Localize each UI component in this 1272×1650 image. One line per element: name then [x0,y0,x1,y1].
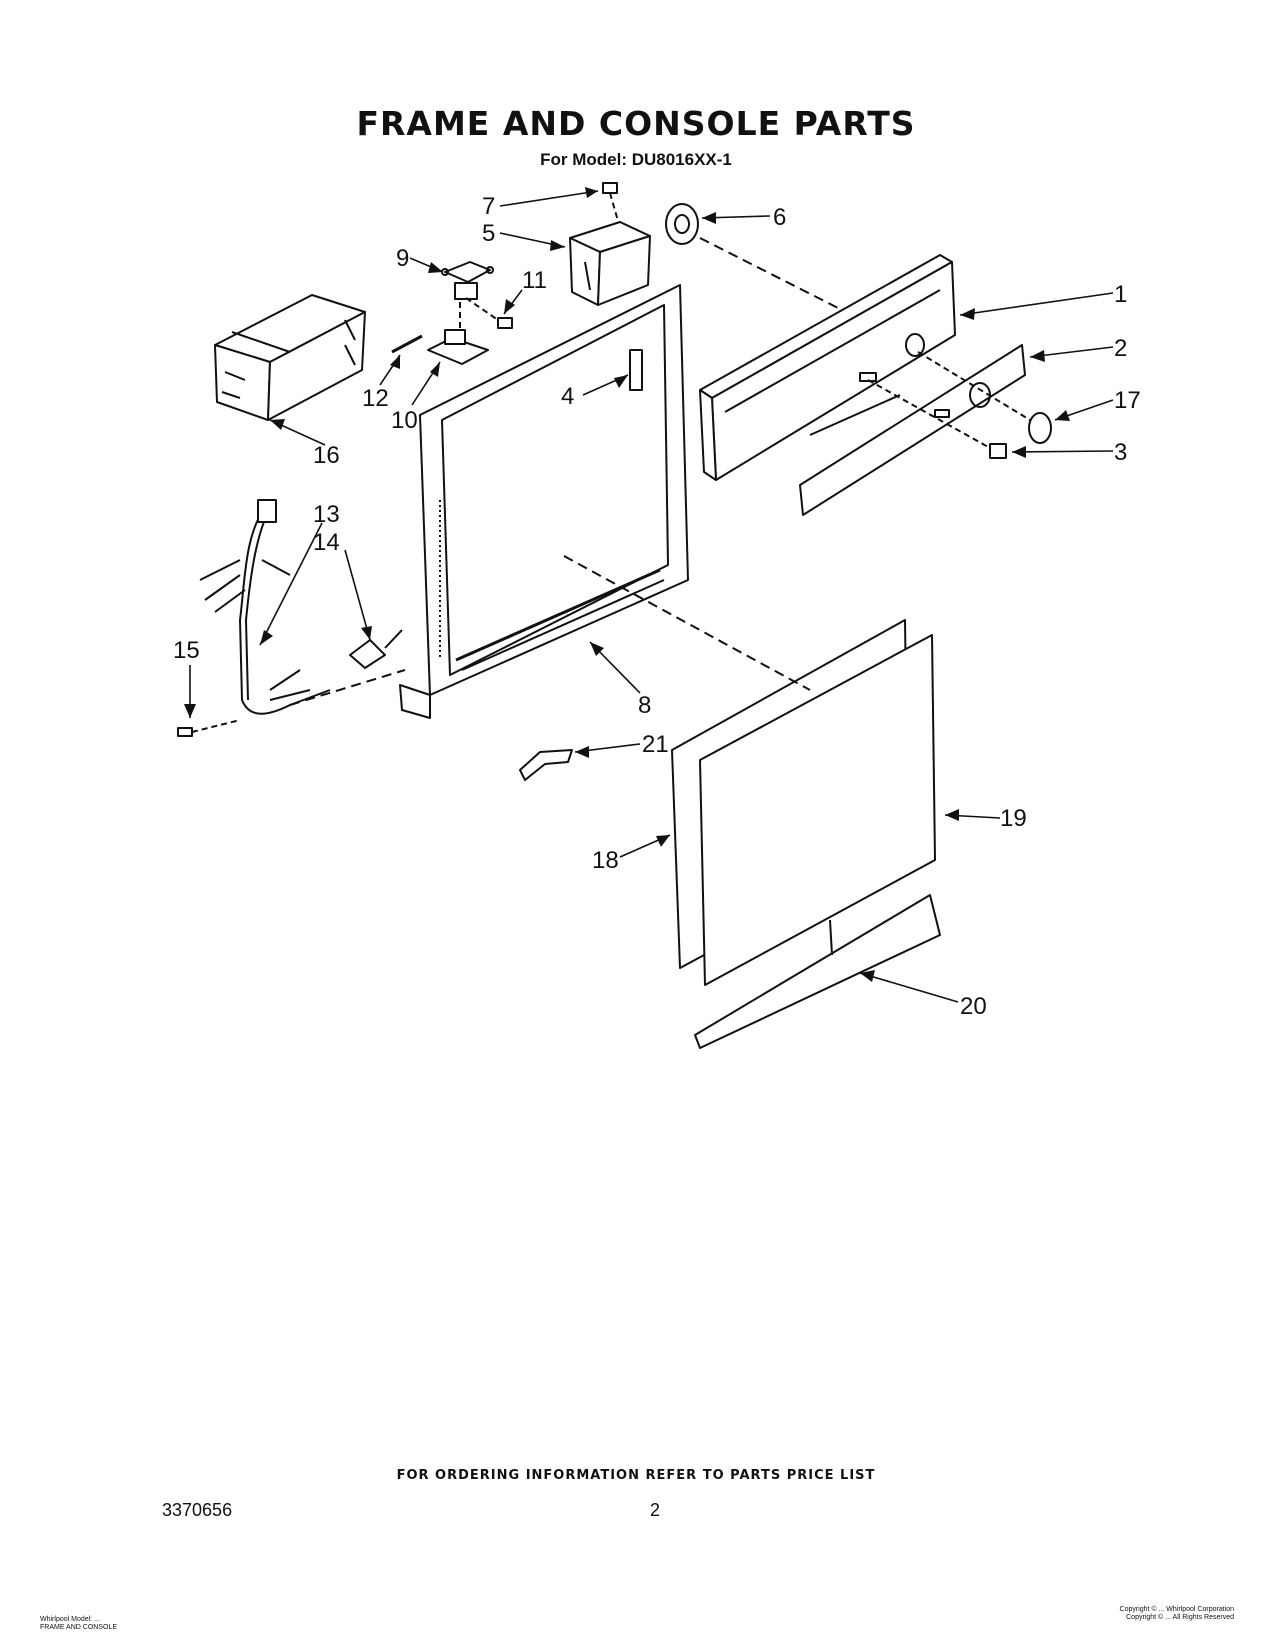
callout-7: 7 [482,193,495,220]
part-10-bracket [427,329,489,365]
footer-right-line-1: Copyright © ... Whirlpool Corporation [1119,1606,1234,1613]
ordering-note: FOR ORDERING INFORMATION REFER TO PARTS … [396,1468,876,1483]
part-14-connector [349,629,403,669]
callout-21: 21 [642,731,669,758]
callout-2: 2 [1114,335,1127,362]
callout-5: 5 [482,220,495,247]
callout-13: 13 [313,501,340,528]
callout-18: 18 [592,847,619,874]
part-13-harness [199,499,331,715]
part-12-pin [391,334,423,354]
callout-14: 14 [313,529,340,556]
callout-16: 16 [313,442,340,469]
part-20-trim [694,894,941,1049]
model-subtitle: For Model: DU8016XX-1 [540,150,732,169]
page-title: FRAME AND CONSOLE PARTS [356,104,916,143]
part-15-screw [177,719,241,737]
part-7-screw [602,182,623,236]
page-number: 2 [650,1500,661,1520]
callout-10: 10 [391,407,418,434]
callout-labels: 1 2 3 4 5 6 7 8 9 10 11 12 13 14 15 16 1… [173,193,1141,1020]
part-9-switch [441,261,494,300]
callout-9: 9 [396,245,409,272]
part-1-console [699,254,956,481]
footer-right-line-2: Copyright © ... All Rights Reserved [1126,1614,1234,1621]
part-11-clip [465,297,513,329]
callout-17: 17 [1114,387,1141,414]
callout-1: 1 [1114,281,1127,308]
callout-15: 15 [173,637,200,664]
part-16-cover-box [214,294,366,421]
part-3-button [989,443,1007,459]
callout-20: 20 [960,993,987,1020]
callout-11: 11 [522,267,547,294]
footer-left-line-1: Whirlpool Model: ... [40,1616,100,1623]
callout-19: 19 [1000,805,1027,832]
part-17-knob [1028,412,1052,444]
document-number: 3370656 [162,1500,233,1520]
callout-12: 12 [362,385,389,412]
callout-6: 6 [773,204,786,231]
part-6-knob [665,203,699,245]
callout-3: 3 [1114,439,1127,466]
footer-right: Copyright © ... Whirlpool Corporation Co… [1020,1606,1234,1622]
footer-left: Whirlpool Model: ... FRAME AND CONSOLE [40,1616,117,1632]
callout-4: 4 [561,383,574,410]
callout-8: 8 [638,692,651,719]
part-21-clip [519,749,573,781]
part-8-rail [455,568,665,671]
part-5-timer [569,221,651,306]
part-19-panel [699,634,936,986]
part-4-strike [629,349,643,391]
footer-left-line-2: FRAME AND CONSOLE [40,1624,118,1631]
